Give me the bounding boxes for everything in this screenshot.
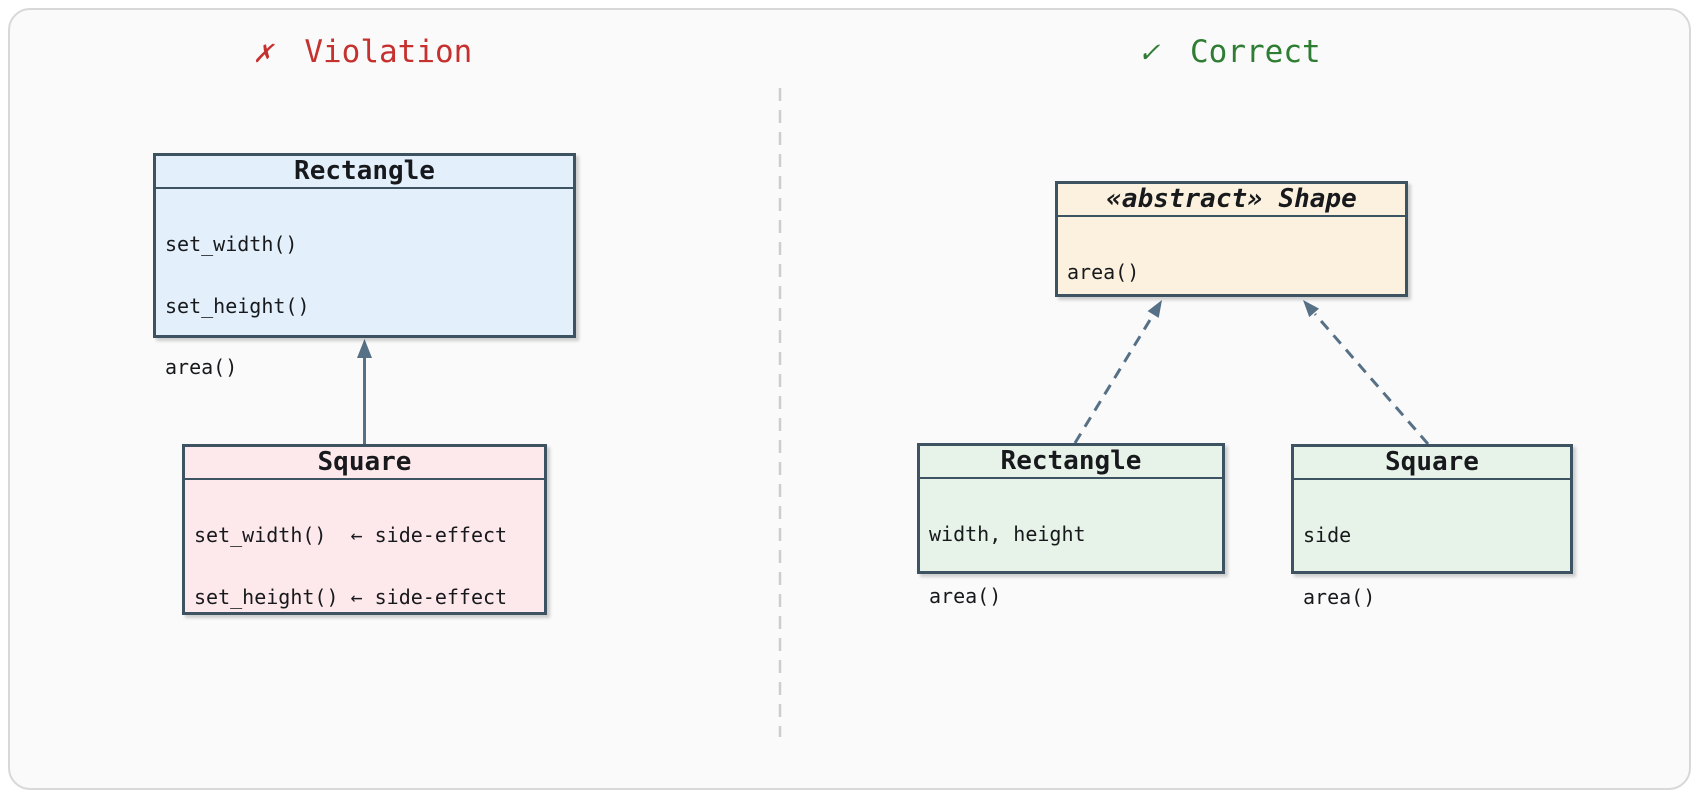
class-member: set_height() xyxy=(165,293,310,318)
cross-icon: ✗ xyxy=(253,34,273,70)
class-members: side area() xyxy=(1294,480,1570,652)
class-box-square-violation: Square set_width() ← side-effect set_hei… xyxy=(182,444,547,615)
class-box-abstract-shape: «abstract» Shape area() xyxy=(1055,181,1408,297)
class-members: set_width() ← side-effect set_height() ←… xyxy=(185,480,544,652)
class-member: width, height xyxy=(929,522,1086,546)
correct-panel-title: ✓ Correct xyxy=(1139,34,1320,70)
class-name: Rectangle xyxy=(920,446,1222,479)
class-box-rectangle-correct: Rectangle width, height area() xyxy=(917,443,1225,606)
class-member: set_height() ← side-effect xyxy=(194,584,508,609)
class-name: Square xyxy=(1294,447,1570,480)
correct-title-label: Correct xyxy=(1190,34,1321,70)
violation-title-label: Violation xyxy=(304,34,473,70)
class-member: set_width() ← side-effect xyxy=(194,523,508,547)
class-member: side xyxy=(1303,523,1352,547)
class-member: area() xyxy=(1067,260,1140,284)
violation-panel-title: ✗ Violation xyxy=(254,34,473,70)
class-member: area() xyxy=(165,355,238,379)
class-member: area() xyxy=(1303,584,1376,609)
class-members: area() xyxy=(1058,217,1405,328)
check-icon: ✓ xyxy=(1139,34,1159,70)
class-member: set_width() xyxy=(165,232,298,256)
class-name: Rectangle xyxy=(156,156,573,189)
class-name: «abstract» Shape xyxy=(1058,184,1405,217)
class-name: Square xyxy=(185,447,544,480)
class-member: area() xyxy=(929,583,1002,608)
class-box-rectangle-violation: Rectangle set_width() set_height() area(… xyxy=(153,153,576,377)
class-members: set_width() set_height() area() xyxy=(156,189,573,423)
class-box-square-correct: Square side area() xyxy=(1291,444,1573,607)
class-members: width, height area() xyxy=(920,479,1222,651)
